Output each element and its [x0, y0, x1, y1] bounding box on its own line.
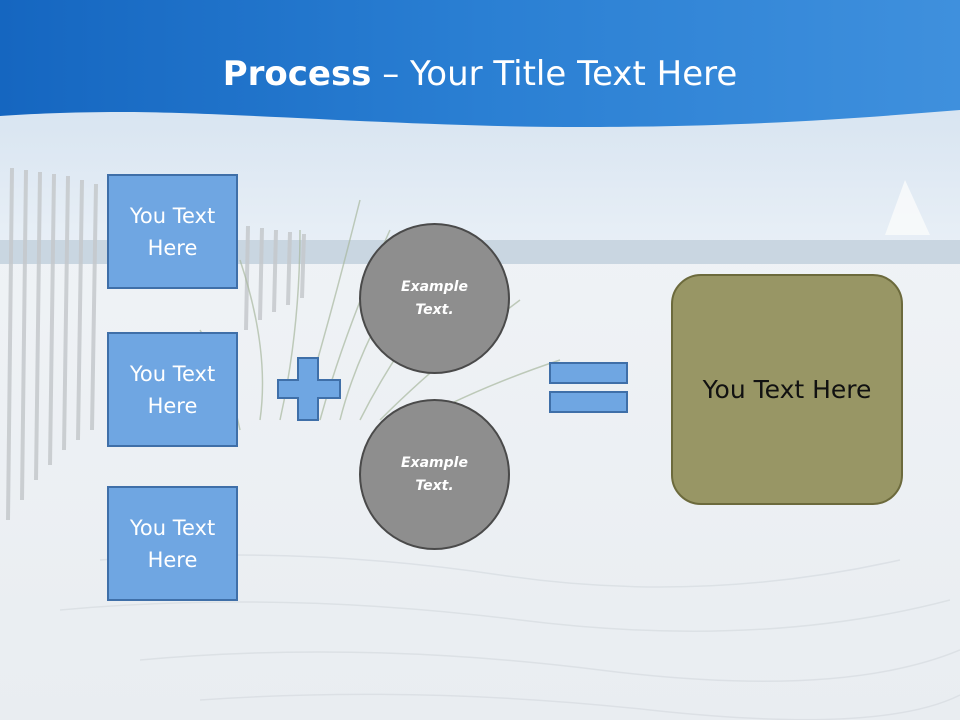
input-box-label: You Text Here	[129, 515, 216, 572]
fence	[6, 167, 306, 521]
result-label: You Text Here	[702, 375, 872, 404]
title-rest: – Your Title Text Here	[371, 54, 738, 94]
input-box-3[interactable]: You Text Here	[107, 486, 238, 601]
header-band	[0, 0, 960, 128]
input-box-label: You Text Here	[129, 361, 216, 418]
example-circle-2[interactable]: Example Text.	[359, 399, 510, 550]
input-box-label: You Text Here	[129, 203, 216, 260]
input-box-1[interactable]: You Text Here	[107, 174, 238, 289]
plus-icon	[277, 357, 341, 421]
circle-label: Example Text.	[401, 278, 468, 318]
circle-label: Example Text.	[401, 454, 468, 494]
slide-title: Process – Your Title Text Here	[0, 50, 960, 98]
result-box[interactable]: You Text Here	[671, 274, 903, 505]
title-bold: Process	[222, 54, 372, 94]
example-circle-1[interactable]: Example Text.	[359, 223, 510, 374]
equals-icon	[549, 362, 628, 413]
input-box-2[interactable]: You Text Here	[107, 332, 238, 447]
